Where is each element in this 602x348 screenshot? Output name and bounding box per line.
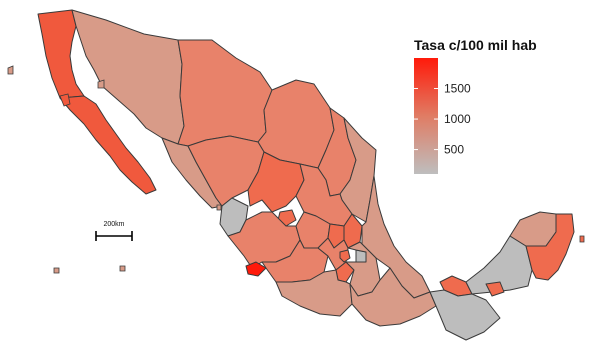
state-guerrero[interactable] [275, 269, 353, 317]
island-pacific-3 [216, 204, 222, 211]
legend-tick-label: 500 [444, 143, 464, 157]
island-pacific-1 [53, 267, 60, 274]
state-chihuahua[interactable] [177, 39, 273, 147]
state-campeche-coast[interactable] [485, 281, 505, 297]
legend-tick-label: 1500 [444, 82, 471, 96]
state-chiapas[interactable] [429, 289, 501, 341]
state-colima[interactable] [245, 261, 267, 277]
island-revillagigedo [7, 65, 14, 75]
state-zacatecas[interactable] [247, 151, 305, 213]
island-tiburon [97, 79, 105, 89]
state-sonora[interactable] [71, 9, 185, 145]
legend-colorbar [414, 58, 438, 174]
legend: Tasa c/100 mil hab 1500 1000 500 [414, 37, 537, 174]
legend-tick-label: 1000 [444, 112, 471, 126]
state-ciudad-de-mexico[interactable] [339, 249, 351, 263]
scale-bar: 200km [95, 221, 133, 241]
legend-title: Tasa c/100 mil hab [414, 37, 537, 53]
scale-bar-label: 200km [103, 221, 124, 228]
state-oaxaca[interactable] [349, 267, 437, 327]
state-quintana-roo[interactable] [525, 213, 575, 281]
legend-ticks: 1500 1000 500 [414, 82, 471, 157]
state-baja-california-sur[interactable] [59, 95, 157, 195]
island-cedros [59, 93, 71, 107]
island-cozumel [579, 235, 585, 243]
island-pacific-2 [119, 265, 126, 272]
